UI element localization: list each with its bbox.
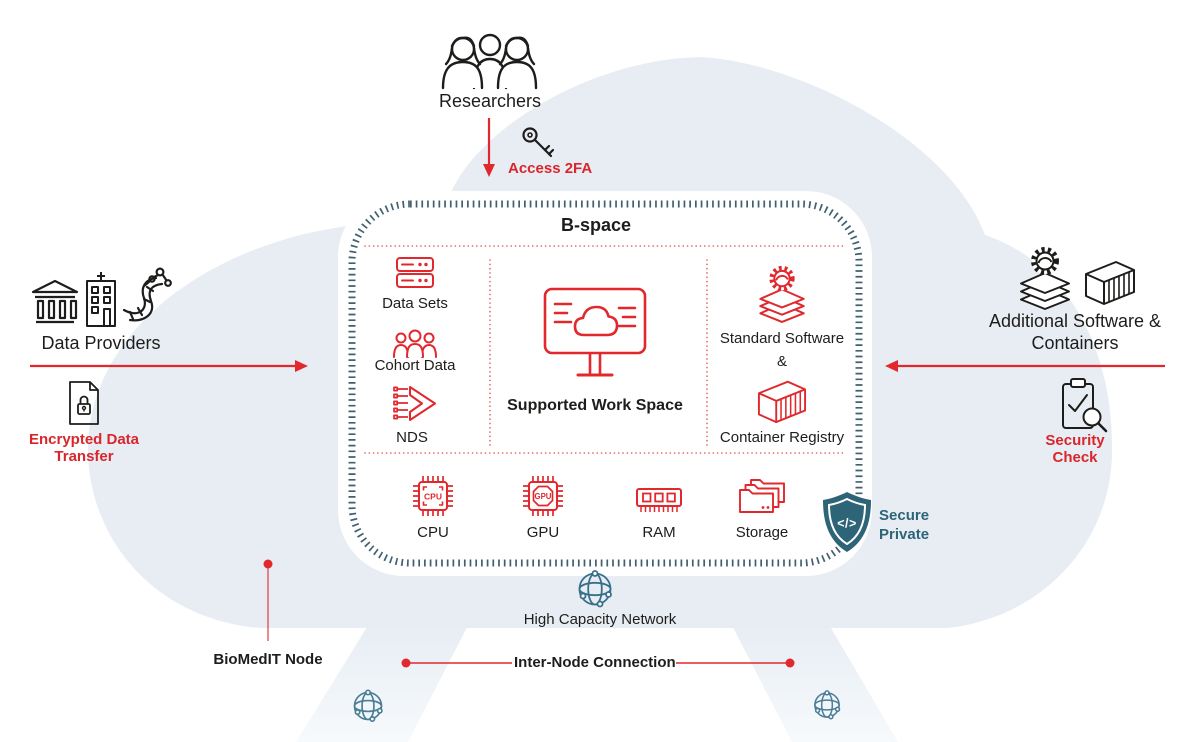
- workspace-monitor-icon: [543, 287, 647, 377]
- standard-software-label: Standard Software: [719, 330, 845, 347]
- biomedit-node-pointer: [263, 559, 273, 641]
- cloud-leg-left: [296, 606, 478, 742]
- bspace-tick-border: [348, 200, 863, 567]
- container-registry-label: Container Registry: [719, 429, 845, 446]
- data-sets-label: Data Sets: [382, 295, 448, 312]
- gpu-label: GPU: [526, 524, 560, 541]
- nds-icon: [393, 386, 436, 421]
- security-check-label: Security Check: [1045, 432, 1105, 466]
- storage-label: Storage: [735, 524, 789, 541]
- network-globe-icon: [578, 570, 612, 608]
- code-glyph: </>: [837, 517, 857, 531]
- secure-private-label: Secure Private: [879, 507, 930, 543]
- encrypted-file-icon: [69, 381, 99, 425]
- additional-software-label: Additional Software & Containers: [988, 311, 1162, 353]
- data-providers-label: Data Providers: [41, 333, 161, 353]
- biomedit-node-label: BioMedIT Node: [213, 651, 323, 668]
- bank-icon: [31, 279, 79, 324]
- software-arrow: [885, 360, 1165, 372]
- researchers-arrow: [483, 118, 495, 177]
- cpu-label: CPU: [417, 524, 449, 541]
- cpu-icon: CPU: [413, 476, 453, 516]
- bspace-panel: [338, 191, 872, 576]
- secure-shield-icon: </>: [823, 492, 871, 552]
- cloud-leg-right: [722, 606, 898, 742]
- container-registry-icon: [757, 380, 807, 424]
- security-check-icon: [1062, 378, 1108, 433]
- standard-software-icon: [759, 265, 805, 323]
- bspace-title: B-space: [560, 215, 632, 235]
- access-2fa-label: Access 2FA: [508, 160, 593, 177]
- researchers-label: Researchers: [438, 91, 542, 111]
- container-icon: [1085, 261, 1135, 305]
- gpu-chip-text: GPU: [535, 492, 552, 501]
- inter-node-globe-right-icon: [814, 690, 841, 720]
- gpu-icon: GPU: [523, 476, 563, 516]
- cohort-data-label: Cohort Data: [374, 357, 456, 374]
- data-providers-arrow: [30, 360, 308, 372]
- nds-label: NDS: [396, 429, 428, 446]
- data-sets-icon: [396, 257, 434, 288]
- key-icon: [522, 127, 555, 158]
- researchers-icon: [441, 33, 538, 90]
- supported-workspace-label: Supported Work Space: [507, 397, 683, 414]
- inter-node-line: [401, 658, 795, 668]
- cohort-data-icon: [393, 329, 437, 358]
- storage-icon: [739, 479, 785, 513]
- ampersand-label: &: [776, 353, 787, 370]
- cpu-chip-text: CPU: [424, 492, 442, 502]
- dna-icon: [122, 267, 172, 322]
- inter-node-globe-left-icon: [353, 689, 383, 723]
- high-capacity-network-label: High Capacity Network: [523, 611, 677, 628]
- software-stack-icon: [1020, 247, 1070, 310]
- ram-icon: [636, 488, 682, 512]
- encrypted-transfer-label: Encrypted Data Transfer: [28, 431, 140, 465]
- inter-node-connection-label: Inter-Node Connection: [514, 654, 676, 671]
- ram-label: RAM: [642, 524, 676, 541]
- hospital-icon: [86, 272, 116, 327]
